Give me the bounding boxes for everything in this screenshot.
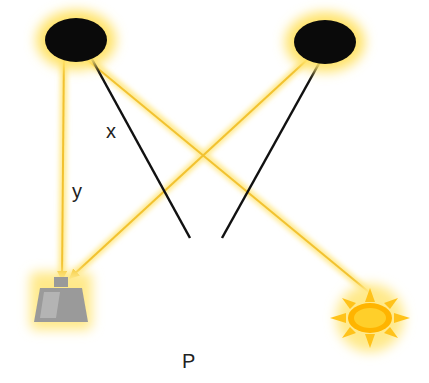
mirror [36, 10, 365, 72]
ray-glow [62, 44, 378, 300]
light-ray [62, 44, 376, 298]
angle-label: y [70, 180, 84, 202]
sun-symbol [330, 284, 410, 352]
weight-object [30, 272, 92, 330]
angle-label: x [104, 120, 118, 142]
sight-line [88, 52, 322, 238]
point-label: P [180, 350, 197, 372]
